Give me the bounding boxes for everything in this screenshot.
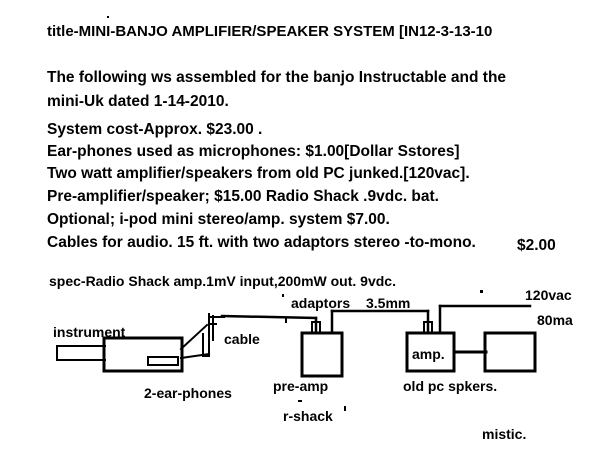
ear-phone-leads: [179, 313, 225, 360]
label-instrument: instrument: [53, 324, 126, 340]
parts-item-preamp: Pre-amplifier/speaker; $15.00 Radio Shac…: [47, 188, 439, 205]
pre-amp-box: [300, 331, 344, 378]
parts-item-amplifier: Two watt amplifier/speakers from old PC …: [47, 165, 470, 182]
description-line-2: mini-Uk dated 1-14-2010.: [47, 93, 229, 110]
spec-line: spec-Radio Shack amp.1mV input,200mW out…: [49, 273, 396, 289]
parts-item-ipod: Optional; i-pod mini stereo/amp. system …: [47, 211, 390, 228]
label-author: mistic.: [482, 426, 527, 442]
label-old-pc: old pc spkers.: [403, 378, 498, 394]
cable-bracket: [202, 333, 210, 357]
r-shack-tick: [344, 406, 346, 411]
power-mark: [480, 290, 483, 293]
parts-item-cables: Cables for audio. 15 ft. with two adapto…: [47, 234, 476, 251]
label-pre-amp: pre-amp: [273, 378, 329, 394]
cables-price: $2.00: [517, 237, 556, 254]
label-ear-phones: 2-ear-phones: [144, 385, 232, 401]
pre-amp-jack: [311, 321, 321, 334]
stray-mark: [107, 16, 109, 18]
speaker-box: [483, 331, 537, 373]
label-cable: cable: [224, 331, 260, 347]
main-cable: [220, 314, 318, 335]
output-cable: [330, 309, 430, 335]
instrument-neck: [56, 345, 106, 361]
label-current: 80ma: [537, 312, 573, 328]
label-amp: amp.: [412, 346, 445, 362]
r-shack-dash: [298, 400, 302, 402]
instrument-body: [102, 336, 184, 373]
description-line-1: The following ws assembled for the banjo…: [47, 69, 507, 86]
power-lead: [438, 304, 532, 335]
ear-phone-element: [147, 356, 179, 366]
label-size: 3.5mm: [366, 295, 411, 311]
label-r-shack: r-shack: [283, 408, 333, 424]
parts-item-earphones: Ear-phones used as microphones: $1.00[Do…: [47, 143, 460, 160]
page-title: title-MINI-BANJO AMPLIFIER/SPEAKER SYSTE…: [47, 23, 493, 40]
parts-item-cost: System cost-Approx. $23.00 .: [47, 121, 263, 138]
label-voltage: 120vac: [525, 287, 572, 303]
adaptor-mark: [282, 294, 284, 297]
label-adaptors: adaptors: [291, 295, 351, 311]
